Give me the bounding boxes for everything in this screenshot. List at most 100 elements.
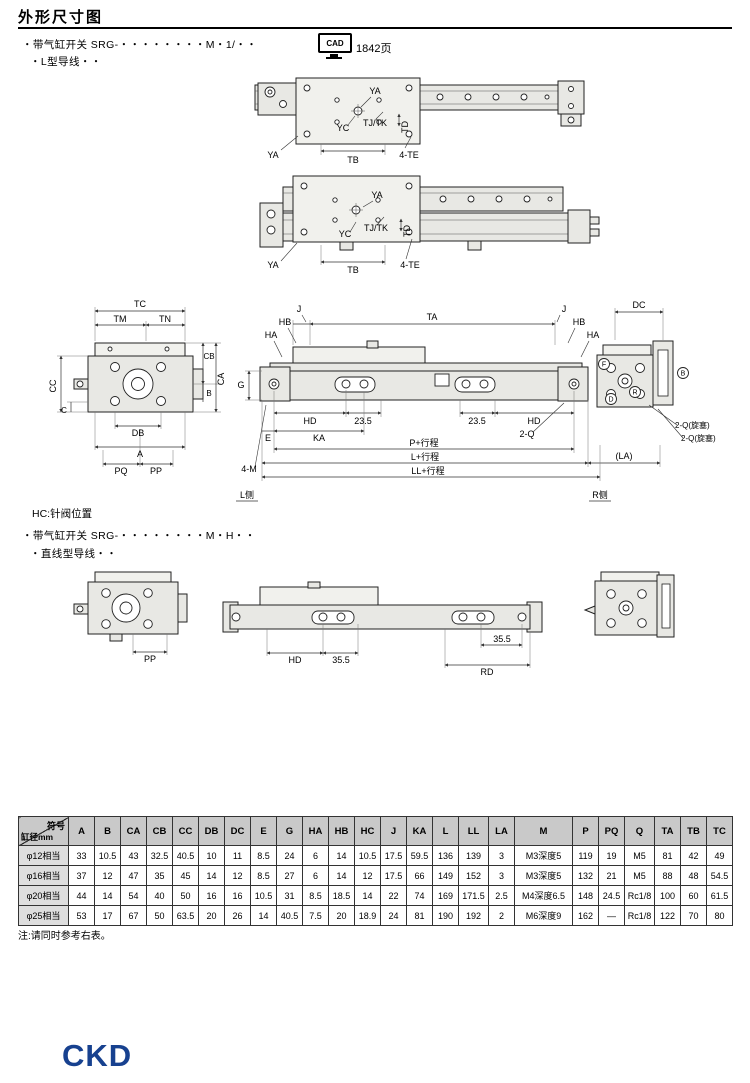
dim-label-tb: TB — [347, 265, 359, 275]
cell-r0-ha: 6 — [302, 845, 329, 866]
cell-r1-hc: 12 — [354, 865, 381, 886]
cell-r1-m: M3深度5 — [514, 865, 573, 886]
cell-r2-cb: 40 — [146, 885, 173, 906]
dim-label-cc: CC — [48, 379, 58, 392]
cell-r3-q: Rc1/8 — [624, 905, 655, 926]
dim-label-ha-right: HA — [587, 330, 600, 340]
left-end-view — [73, 342, 204, 413]
cell-r1-tc: 54.5 — [706, 865, 733, 886]
page-title: 外形尺寸图 — [18, 9, 104, 26]
port-label-f: F — [602, 362, 606, 369]
cell-r0-g: 24 — [276, 845, 303, 866]
col-header-hb: HB — [328, 816, 355, 846]
dim-label-j-right: J — [562, 304, 567, 314]
dim-label-g: G — [237, 380, 244, 390]
row-label-3: φ25相当 — [18, 905, 69, 926]
cell-r3-ta: 122 — [654, 905, 681, 926]
cell-r1-db: 14 — [198, 865, 225, 886]
dim-label-4te: 4-TE — [400, 260, 420, 270]
cell-r0-e: 8.5 — [250, 845, 277, 866]
cell-r2-a: 44 — [68, 885, 95, 906]
cad-icon-base — [326, 57, 342, 59]
cell-r0-hb: 14 — [328, 845, 355, 866]
cell-r3-e: 14 — [250, 905, 277, 926]
cell-r0-j: 17.5 — [380, 845, 407, 866]
cell-r2-dc: 16 — [224, 885, 251, 906]
cell-r1-b: 12 — [94, 865, 121, 886]
cell-r1-ll: 152 — [458, 865, 489, 886]
cell-r3-tc: 80 — [706, 905, 733, 926]
dim-label-hb-left: HB — [279, 317, 292, 327]
dim-label-pp: PP — [150, 466, 162, 476]
dim-label-hb-right: HB — [573, 317, 586, 327]
cell-r2-hc: 14 — [354, 885, 381, 906]
cad-icon[interactable]: CAD — [318, 33, 352, 59]
cell-r1-a: 37 — [68, 865, 95, 886]
cad-icon-stand — [330, 54, 338, 57]
cell-r3-cc: 63.5 — [172, 905, 199, 926]
cell-r0-q: M5 — [624, 845, 655, 866]
cell-r1-p: 132 — [572, 865, 599, 886]
bullet-straight-lead: ・直线型导线・・ — [30, 548, 118, 560]
cell-r3-p: 162 — [572, 905, 599, 926]
dim-label-235-right: 23.5 — [468, 416, 486, 426]
cell-r1-ha: 6 — [302, 865, 329, 886]
col-header-pq: PQ — [598, 816, 625, 846]
cell-r2-j: 22 — [380, 885, 407, 906]
front-view-dimensions — [236, 308, 664, 502]
dim-label-td: TD — [400, 121, 410, 133]
cell-r3-ka: 81 — [406, 905, 433, 926]
col-header-b: B — [94, 816, 121, 846]
right-end-view — [583, 571, 675, 638]
cell-r0-p: 119 — [572, 845, 599, 866]
col-header-tb: TB — [680, 816, 707, 846]
bullet-switch-model-l: ・带气缸开关 SRG-・・・・・・・・M・1/・・ — [22, 39, 258, 51]
cell-r1-q: M5 — [624, 865, 655, 886]
cell-r0-hc: 10.5 — [354, 845, 381, 866]
cell-r3-la: 2 — [488, 905, 515, 926]
dim-label-p-stroke: P+行程 — [409, 437, 438, 448]
dim-label-tjtk: TJ/TK — [363, 118, 387, 128]
cell-r1-l: 149 — [432, 865, 459, 886]
cell-r1-tb: 48 — [680, 865, 707, 886]
col-header-cb: CB — [146, 816, 173, 846]
col-header-dc: DC — [224, 816, 251, 846]
col-header-a: A — [68, 816, 95, 846]
dim-label-a: A — [137, 449, 143, 459]
dim-label-td: TD — [402, 225, 412, 237]
dim-label-4te: 4-TE — [399, 150, 419, 160]
cell-r2-ta: 100 — [654, 885, 681, 906]
dim-label-ta: TA — [427, 312, 438, 322]
port-label-b: B — [681, 371, 686, 378]
cell-r2-b: 14 — [94, 885, 121, 906]
cell-r0-m: M3深度5 — [514, 845, 573, 866]
cell-r3-pq: — — [598, 905, 625, 926]
row-label-1: φ16相当 — [18, 865, 69, 886]
cell-r3-m: M6深度9 — [514, 905, 573, 926]
cell-r0-db: 10 — [198, 845, 225, 866]
ckd-logo: CKD — [62, 1038, 133, 1073]
cell-r2-ha: 8.5 — [302, 885, 329, 906]
dim-label-tm: TM — [114, 314, 127, 324]
cell-r0-b: 10.5 — [94, 845, 121, 866]
cell-r3-l: 190 — [432, 905, 459, 926]
dim-label-cb: CB — [203, 352, 214, 361]
dim-label-yc: YC — [337, 123, 350, 133]
dim-label-pp: PP — [144, 654, 156, 664]
cell-r3-a: 53 — [68, 905, 95, 926]
cell-r3-b: 17 — [94, 905, 121, 926]
dim-label-e: E — [265, 433, 271, 443]
cell-r2-e: 10.5 — [250, 885, 277, 906]
cell-r2-tb: 60 — [680, 885, 707, 906]
cell-r2-ka: 74 — [406, 885, 433, 906]
cell-r0-la: 3 — [488, 845, 515, 866]
cell-r3-g: 40.5 — [276, 905, 303, 926]
cell-r2-l: 169 — [432, 885, 459, 906]
slide-unit-top-view — [254, 77, 585, 145]
col-header-m: M — [514, 816, 573, 846]
